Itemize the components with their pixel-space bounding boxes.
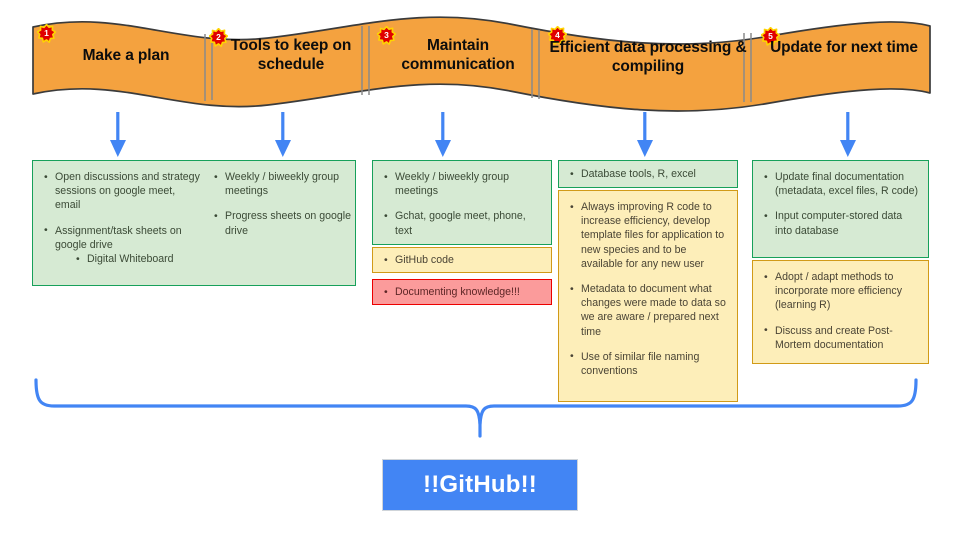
- list-item: Documenting knowledge!!!: [383, 284, 545, 299]
- list-item: Progress sheets on google drive: [213, 209, 353, 237]
- step-title-3: Maintain communication: [401, 37, 515, 73]
- starburst-icon: [376, 25, 397, 46]
- list-item: Assignment/task sheets on google drive: [43, 223, 201, 252]
- content-box-col3-red: Documenting knowledge!!!: [372, 279, 552, 305]
- starburst-icon: [760, 26, 781, 47]
- step-badge-4: 4: [547, 25, 568, 46]
- bullet-list: Weekly / biweekly group meetings Progres…: [213, 169, 353, 238]
- step-title-2: Tools to keep on schedule: [230, 37, 352, 73]
- list-item: Input computer-stored data into database: [763, 209, 921, 237]
- starburst-icon: [208, 27, 229, 48]
- curly-brace-icon: [34, 378, 918, 438]
- step-badge-1: 1: [36, 23, 57, 44]
- list-item: GitHub code: [383, 252, 543, 267]
- bullet-list: Documenting knowledge!!!: [383, 284, 545, 299]
- down-arrow-icon-1: [110, 112, 126, 157]
- content-box-col5-green: Update final documentation (metadata, ex…: [752, 160, 929, 258]
- step-badge-number: 1: [44, 28, 49, 39]
- list-item: Metadata to document what changes were m…: [569, 282, 729, 339]
- down-arrow-icon-2: [275, 112, 291, 157]
- step-title-5: Update for next time: [770, 39, 918, 56]
- step-badge-number: 5: [768, 31, 773, 42]
- bullet-list: Database tools, R, excel: [569, 166, 731, 181]
- list-item: Update final documentation (metadata, ex…: [763, 169, 921, 198]
- list-item: Gchat, google meet, phone, text: [383, 209, 543, 237]
- bullet-list: GitHub code: [383, 252, 543, 267]
- step-badge-number: 4: [555, 30, 560, 41]
- starburst-icon: [36, 23, 57, 44]
- bullet-list: Always improving R code to increase effi…: [569, 199, 729, 378]
- step-title-4: Efficient data processing & compiling: [549, 39, 747, 75]
- ribbon-shape: [32, 16, 931, 112]
- list-item: Digital Whiteboard: [43, 252, 201, 266]
- down-arrow-icon-4: [637, 112, 653, 157]
- step-badge-5: 5: [760, 26, 781, 47]
- list-item: Use of similar file naming conventions: [569, 349, 729, 378]
- content-box-col4-yellow: Always improving R code to increase effi…: [558, 190, 738, 402]
- content-box-col1-green: Open discussions and strategy sessions o…: [32, 160, 356, 286]
- summary-brace: [0, 372, 960, 442]
- github-summary-button[interactable]: !!GitHub!!: [382, 459, 578, 511]
- list-item: Open discussions and strategy sessions o…: [43, 170, 201, 213]
- flow-arrows: [110, 112, 856, 157]
- bullet-list: Weekly / biweekly group meetings Gchat, …: [383, 169, 543, 238]
- step-title-1: Make a plan: [82, 47, 170, 64]
- down-arrow-icon-3: [435, 112, 451, 157]
- content-box-col4-green: Database tools, R, excel: [558, 160, 738, 188]
- bullet-list: Update final documentation (metadata, ex…: [763, 169, 921, 238]
- ribbon-banner: 1 2 3 4 5 Make a plan Too: [0, 0, 960, 130]
- list-item: Always improving R code to increase effi…: [569, 199, 729, 271]
- list-item: Database tools, R, excel: [569, 166, 731, 181]
- list-item: Weekly / biweekly group meetings: [213, 169, 353, 198]
- bullet-list: Adopt / adapt methods to incorporate mor…: [763, 270, 921, 352]
- list-item: Weekly / biweekly group meetings: [383, 169, 543, 198]
- bullet-list: Open discussions and strategy sessions o…: [43, 170, 201, 266]
- step-badge-2: 2: [208, 27, 229, 48]
- step-badge-number: 3: [384, 30, 389, 41]
- list-item: Discuss and create Post-Mortem documenta…: [763, 323, 921, 352]
- step-badge-number: 2: [216, 32, 221, 43]
- list-item: Adopt / adapt methods to incorporate mor…: [763, 270, 921, 313]
- starburst-icon: [547, 25, 568, 46]
- content-box-col3-green: Weekly / biweekly group meetings Gchat, …: [372, 160, 552, 245]
- content-box-col5-yellow: Adopt / adapt methods to incorporate mor…: [752, 260, 929, 364]
- content-box-col3-yellow: GitHub code: [372, 247, 552, 273]
- step-badge-3: 3: [376, 25, 397, 46]
- down-arrow-icon-5: [840, 112, 856, 157]
